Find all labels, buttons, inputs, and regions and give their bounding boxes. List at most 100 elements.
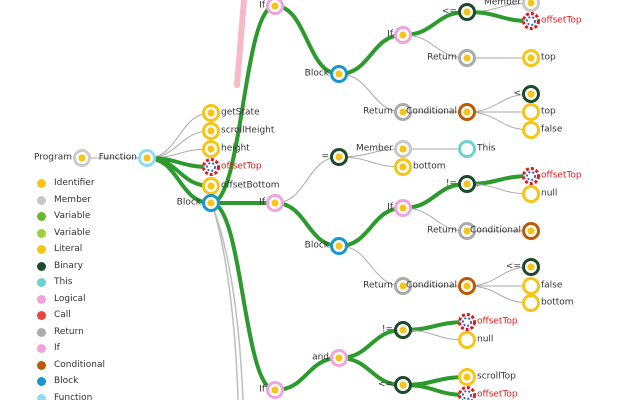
node-core <box>271 199 279 207</box>
legend-label: Block <box>54 376 79 386</box>
legend-swatch <box>37 228 46 238</box>
edge-and1-binNeq2 <box>337 328 405 360</box>
edge-binNeq2-offsetTop4 <box>401 320 469 332</box>
legend-swatch <box>37 360 46 370</box>
graph-node-getState[interactable] <box>202 104 220 122</box>
graph-node-offsetBottom[interactable] <box>202 177 220 195</box>
graph-node-top2[interactable] <box>522 103 540 121</box>
edge-cond1-false1 <box>466 111 532 131</box>
node-label-offsetTop3: offsetTop <box>541 170 582 181</box>
graph-node-this1[interactable] <box>458 140 476 158</box>
node-label-offsetTop5: offsetTop <box>477 389 518 400</box>
graph-node-offsetTop5[interactable] <box>458 386 476 400</box>
graph-node-binLE3[interactable] <box>394 376 412 394</box>
node-core <box>527 90 535 98</box>
node-label-cond2: Conditional <box>470 225 521 236</box>
graph-node-return2[interactable] <box>394 103 412 121</box>
graph-node-function[interactable] <box>138 149 156 167</box>
graph-node-null1[interactable] <box>522 185 540 203</box>
graph-node-binEq1[interactable] <box>330 148 348 166</box>
node-label-false2: false <box>541 280 563 291</box>
graph-node-offsetTop1[interactable] <box>202 158 220 176</box>
graph-node-cond2[interactable] <box>522 222 540 240</box>
edge-ifMid-binEq1 <box>274 156 340 204</box>
node-core <box>399 204 407 212</box>
graph-node-return3[interactable] <box>458 222 476 240</box>
node-label-return1: Return <box>427 52 457 63</box>
graph-node-member2[interactable] <box>394 140 412 158</box>
graph-node-top1[interactable] <box>522 49 540 67</box>
graph-node-null2[interactable] <box>458 331 476 349</box>
legend-label: Binary <box>54 260 83 271</box>
node-label-scrollHeight: scrollHeight <box>221 125 275 136</box>
graph-node-false1[interactable] <box>522 121 540 139</box>
graph-node-offsetTop3[interactable] <box>522 167 540 185</box>
edge-blockMid-return4 <box>338 245 404 287</box>
graph-node-member1[interactable] <box>522 0 540 12</box>
node-core <box>399 145 407 153</box>
edge-ifMid2-binNeq1 <box>401 182 469 210</box>
node-label-return3: Return <box>427 225 457 236</box>
graph-node-return1[interactable] <box>458 49 476 67</box>
node-label-binLE1: <= <box>441 6 457 17</box>
node-core <box>335 70 343 78</box>
node-label-ifMid: If <box>259 197 265 208</box>
graph-node-scrollTop[interactable] <box>458 368 476 386</box>
node-label-height: height <box>221 143 250 154</box>
graph-node-offsetTop4[interactable] <box>458 313 476 331</box>
graph-node-ifTop[interactable] <box>266 0 284 15</box>
graph-node-blockTop[interactable] <box>330 65 348 83</box>
node-label-scrollTop: scrollTop <box>477 371 516 382</box>
graph-node-cond3[interactable] <box>458 277 476 295</box>
graph-node-binLE2[interactable] <box>522 258 540 276</box>
graph-node-scrollHeight[interactable] <box>202 122 220 140</box>
graph-node-bottom2[interactable] <box>522 294 540 312</box>
legend-swatch <box>37 311 46 320</box>
edge-blockTop-return2 <box>338 73 404 113</box>
graph-node-and1[interactable] <box>330 349 348 367</box>
graph-node-cond1[interactable] <box>458 103 476 121</box>
node-core <box>463 54 471 62</box>
graph-node-binNeq2[interactable] <box>394 321 412 339</box>
marker-icon <box>526 171 536 181</box>
node-label-member1: Member <box>483 0 521 8</box>
graph-node-offsetTop2[interactable] <box>522 12 540 30</box>
node-label-blockMid: Block <box>304 240 329 251</box>
node-label-ifTop: If <box>259 0 265 11</box>
graph-node-ifMid2[interactable] <box>394 199 412 217</box>
graph-node-false2[interactable] <box>522 277 540 295</box>
node-core <box>399 381 407 389</box>
node-core <box>463 282 471 290</box>
graph-node-height[interactable] <box>202 140 220 158</box>
node-label-binNeq2: != <box>381 324 393 335</box>
legend-label: If <box>54 343 60 353</box>
graph-node-ifBot[interactable] <box>266 381 284 399</box>
graph-node-binLT[interactable] <box>522 85 540 103</box>
marker-icon <box>462 317 472 327</box>
graph-node-ifMid[interactable] <box>266 194 284 212</box>
graph-node-binLE1[interactable] <box>458 3 476 21</box>
graph-node-binNeq1[interactable] <box>458 175 476 193</box>
edge-binLE3-offsetTop5 <box>401 383 469 397</box>
node-core <box>399 282 407 290</box>
node-ring <box>522 185 540 203</box>
graph-node-block1[interactable] <box>202 194 220 212</box>
legend-label: Variable <box>54 211 91 221</box>
graph-node-program[interactable] <box>73 149 91 167</box>
legend-swatch <box>37 344 46 353</box>
edge-blockTop-ifTop2 <box>337 33 405 76</box>
node-core <box>271 2 279 10</box>
edge-cond3-binLE2 <box>466 266 532 287</box>
node-core <box>463 227 471 235</box>
node-ring <box>522 277 540 295</box>
graph-node-ifTop2[interactable] <box>394 26 412 44</box>
node-core <box>271 386 279 394</box>
graph-node-return4[interactable] <box>394 277 412 295</box>
marker-icon <box>206 162 216 172</box>
graph-node-bottom1[interactable] <box>394 158 412 176</box>
edge-block1-ifTop <box>209 4 277 205</box>
node-core <box>207 127 215 135</box>
graph-node-blockMid[interactable] <box>330 237 348 255</box>
node-label-false1: false <box>541 124 563 135</box>
